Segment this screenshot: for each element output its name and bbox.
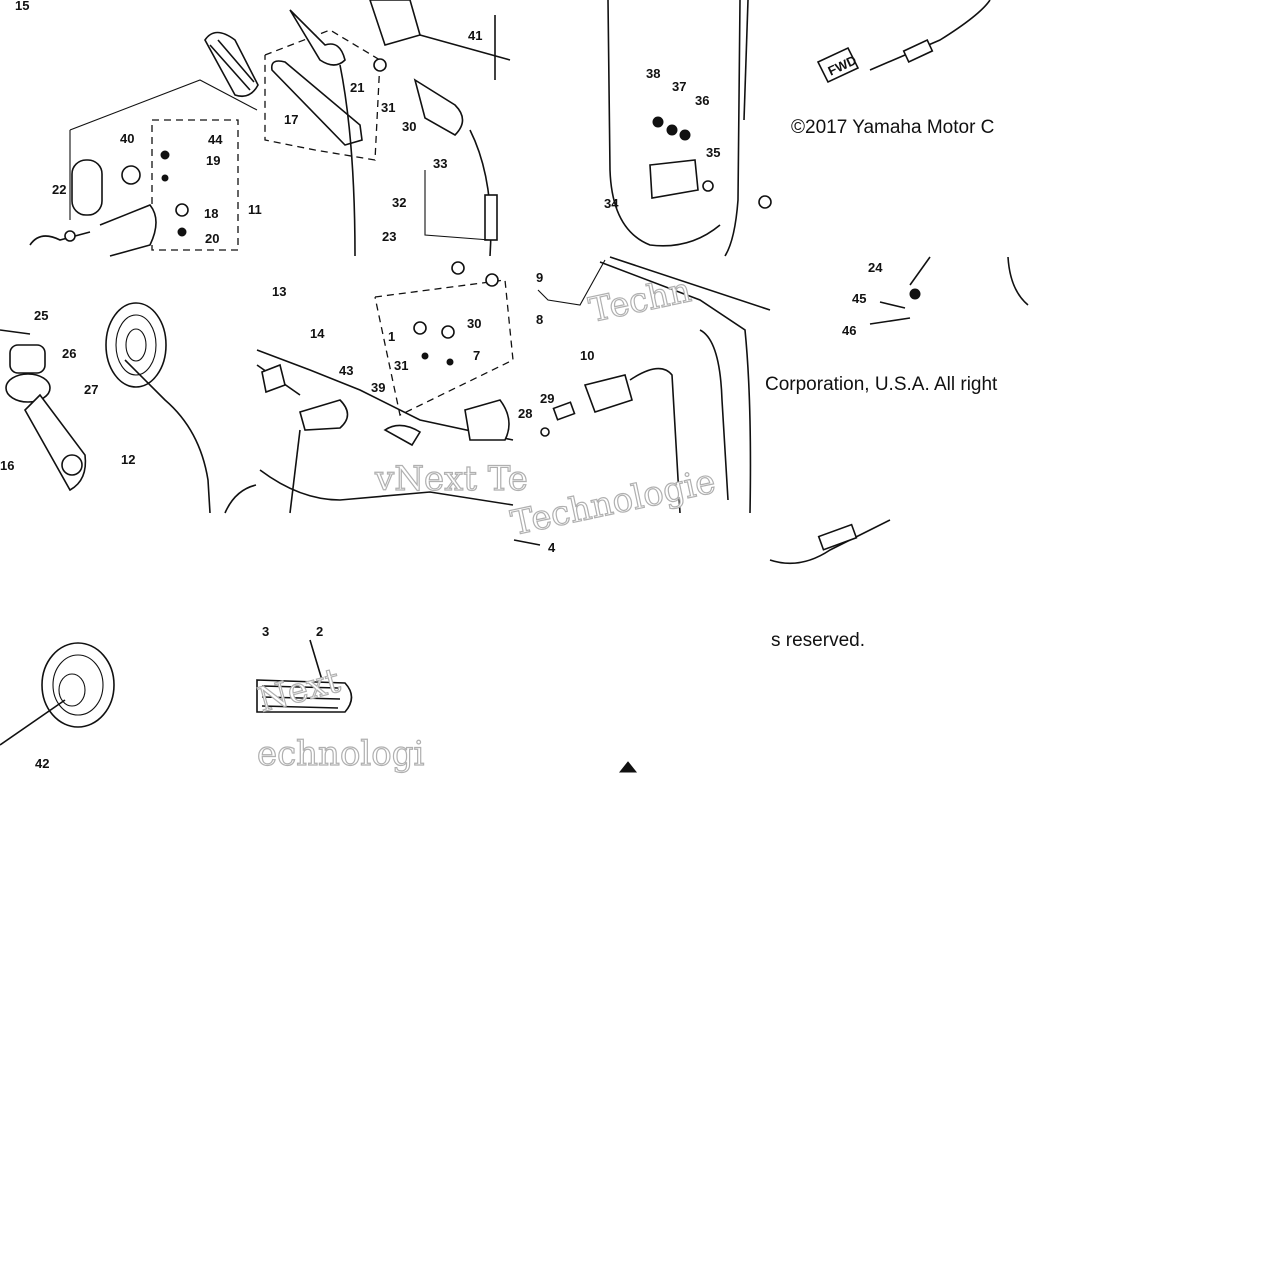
callout-37: 37 <box>672 79 686 94</box>
callout-30: 30 <box>402 119 416 134</box>
watermark-5: echnologi <box>257 734 425 774</box>
callout-11: 11 <box>248 202 262 217</box>
callout-41: 41 <box>468 28 482 43</box>
callout-28: 8 <box>536 312 543 327</box>
callout-10: 7 <box>473 348 480 363</box>
callout-39: 13 <box>272 284 286 299</box>
callout-20: 20 <box>205 231 219 246</box>
copyright-line-3: s reserved. <box>771 630 865 651</box>
callout-25: 24 <box>868 260 883 275</box>
callout-12: 25 <box>34 308 48 323</box>
callout-35: 35 <box>706 145 720 160</box>
callout-2: 2 <box>316 624 323 639</box>
callout-31-lower: 39 <box>371 380 385 395</box>
tile-handlebar-group: 13 14 43 39 1 30 31 7 vNext Te <box>256 261 528 514</box>
callout-32: 32 <box>392 195 406 210</box>
callout-36: 36 <box>695 93 709 108</box>
callout-19: 19 <box>206 153 220 168</box>
callout-29: 9 <box>536 270 543 285</box>
callout-9: 30 <box>467 316 481 331</box>
callout-31: 31 <box>381 100 395 115</box>
callout-45: 29 <box>540 391 554 406</box>
callout-44: 44 <box>208 132 223 147</box>
tile-clutch-lever-group: 41 21 31 30 17 33 32 23 <box>264 0 511 257</box>
callout-8: 31 <box>394 358 408 373</box>
callout-22: 22 <box>52 182 66 197</box>
watermark-3: Technologie <box>508 462 719 544</box>
callout-23: 23 <box>382 229 396 244</box>
tile-lower-fragments: 4 s reserved. 42 3 2 Next echnologi <box>0 519 891 775</box>
callout-33: 33 <box>433 156 447 171</box>
tile-throttle-cable-group: 9 8 10 29 28 Techn Technologie <box>507 256 771 544</box>
copyright-line-2: Corporation, U.S.A. All right <box>765 374 998 395</box>
callout-26: 45 <box>852 291 866 306</box>
callout-43: 12 <box>121 452 135 467</box>
tile-throttle-grip-group: 25 26 27 12 16 <box>0 302 257 514</box>
copyright-line-1: ©2017 Yamaha Motor C <box>791 117 994 138</box>
callout-21: 21 <box>350 80 364 95</box>
callout-18: 18 <box>204 206 218 221</box>
watermark-2: vNext Te <box>374 459 528 499</box>
tile-left-switch-group: 15 40 44 19 22 18 20 11 <box>15 0 262 257</box>
tile-cable-clamp-group: 38 37 36 35 34 <box>604 0 749 257</box>
tile-fwd-group: FWD ©2017 Yamaha Motor C <box>758 0 994 209</box>
callout-38: 38 <box>646 66 660 81</box>
callout-34: 34 <box>604 196 619 211</box>
callout-40: 40 <box>120 131 134 146</box>
callout-24: 10 <box>580 348 594 363</box>
watermark-1: Techn <box>586 270 695 331</box>
callout-17: 17 <box>284 112 298 127</box>
callout-13: 26 <box>62 346 76 361</box>
callout-4: 4 <box>548 540 556 555</box>
callout-30-lower: 43 <box>339 363 353 378</box>
callout-15: 15 <box>15 0 29 13</box>
tile-small-parts-group: 24 45 46 Corporation, U.S.A. All right <box>765 256 1029 395</box>
callout-42: 42 <box>35 756 49 771</box>
callout-27: 46 <box>842 323 856 338</box>
callout-3: 3 <box>262 624 269 639</box>
callout-16: 16 <box>0 458 14 473</box>
callout-14: 27 <box>84 382 98 397</box>
callout-7: 1 <box>388 329 395 344</box>
callout-1: 14 <box>310 326 325 341</box>
callout-46: 28 <box>518 406 532 421</box>
